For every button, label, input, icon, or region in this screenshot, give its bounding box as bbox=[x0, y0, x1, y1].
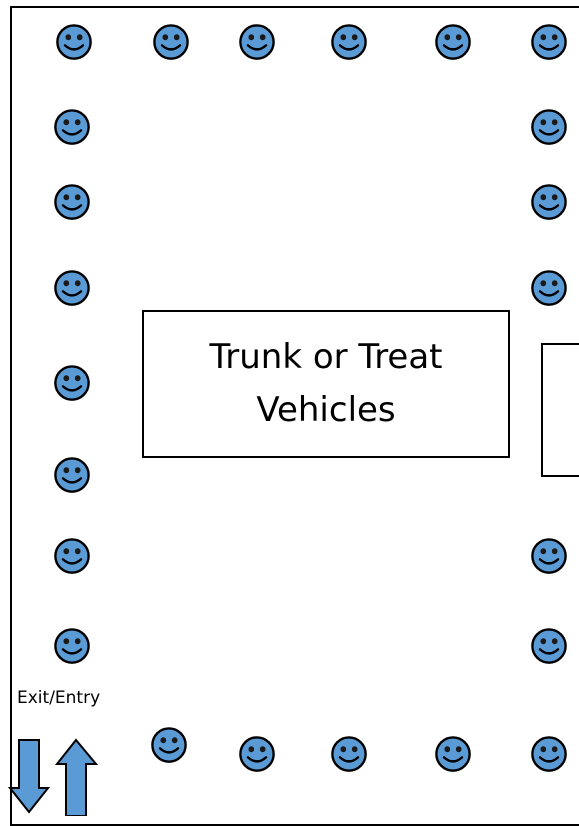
smiley-face-icon bbox=[530, 627, 568, 665]
smiley-face-icon bbox=[434, 735, 472, 773]
smiley-face-icon bbox=[530, 735, 568, 773]
smiley-face-icon bbox=[238, 23, 276, 61]
smiley-face-icon bbox=[530, 183, 568, 221]
smiley-face-icon bbox=[53, 108, 91, 146]
smiley-face-icon bbox=[530, 23, 568, 61]
smiley-face-icon bbox=[53, 269, 91, 307]
smiley-face-icon bbox=[530, 269, 568, 307]
arrow-down-icon bbox=[8, 739, 51, 814]
smiley-face-icon bbox=[53, 364, 91, 402]
area-title-line2: Vehicles bbox=[256, 390, 396, 430]
side-area-box bbox=[541, 343, 579, 477]
smiley-face-icon bbox=[55, 23, 93, 61]
smiley-face-icon bbox=[150, 726, 188, 764]
area-title-line1: Trunk or Treat bbox=[209, 337, 443, 378]
smiley-face-icon bbox=[53, 183, 91, 221]
smiley-face-icon bbox=[434, 23, 472, 61]
smiley-face-icon bbox=[53, 627, 91, 665]
smiley-face-icon bbox=[530, 537, 568, 575]
smiley-face-icon bbox=[53, 537, 91, 575]
smiley-face-icon bbox=[330, 23, 368, 61]
smiley-face-icon bbox=[238, 735, 276, 773]
arrow-up-icon bbox=[55, 738, 99, 816]
trunk-or-treat-area: Trunk or Treat Vehicles bbox=[142, 310, 510, 458]
smiley-face-icon bbox=[530, 108, 568, 146]
smiley-face-icon bbox=[53, 456, 91, 494]
smiley-face-icon bbox=[152, 23, 190, 61]
exit-entry-label: Exit/Entry bbox=[17, 688, 101, 708]
smiley-face-icon bbox=[330, 735, 368, 773]
